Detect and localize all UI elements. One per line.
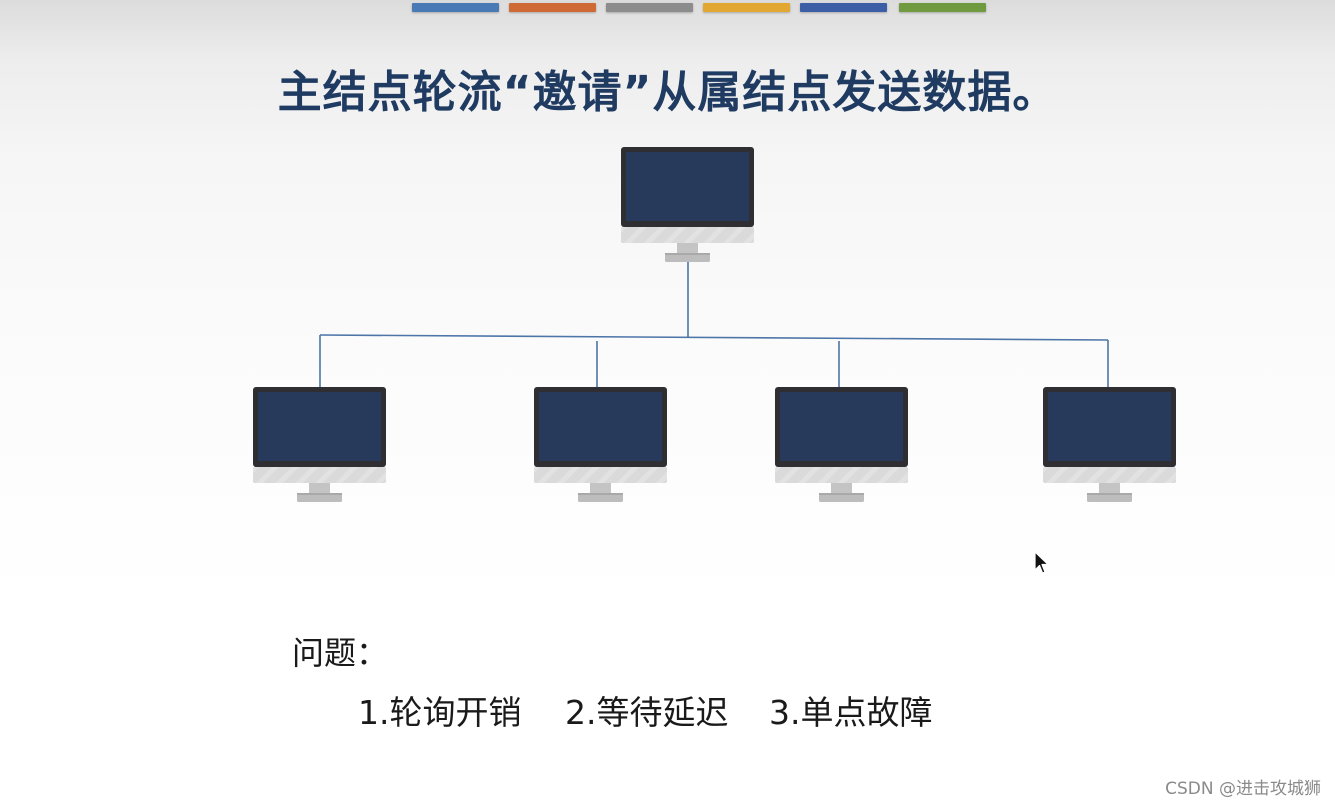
slave-node-3 — [775, 387, 908, 502]
problems-label: 问题： — [292, 634, 389, 672]
master-node — [621, 147, 754, 262]
color-bar-green — [899, 3, 986, 12]
desktop-monitor-icon — [621, 147, 754, 262]
slide-title: 主结点轮流“邀请”从属结点发送数据。 — [277, 67, 1058, 118]
mouse-cursor-icon — [1034, 551, 1049, 574]
color-bar-navy — [800, 3, 887, 12]
color-bar-orange — [509, 3, 596, 12]
desktop-monitor-icon — [253, 387, 386, 502]
desktop-monitor-icon — [775, 387, 908, 502]
color-bar-gray — [606, 3, 693, 12]
watermark: CSDN @进击攻城狮 — [1165, 779, 1321, 799]
problem-item-waiting-latency: 2.等待延迟 — [565, 693, 729, 732]
slave-node-2 — [534, 387, 667, 502]
color-bar-blue — [412, 3, 499, 12]
problem-item-single-point-failure: 3.单点故障 — [769, 693, 933, 732]
slave-node-4 — [1043, 387, 1176, 502]
slave-node-1 — [253, 387, 386, 502]
desktop-monitor-icon — [534, 387, 667, 502]
connection-lines — [319, 262, 1109, 388]
problem-item-polling-overhead: 1.轮询开销 — [358, 693, 522, 732]
bus-line — [319, 334, 1109, 341]
color-bar-yellow — [703, 3, 790, 12]
desktop-monitor-icon — [1043, 387, 1176, 502]
